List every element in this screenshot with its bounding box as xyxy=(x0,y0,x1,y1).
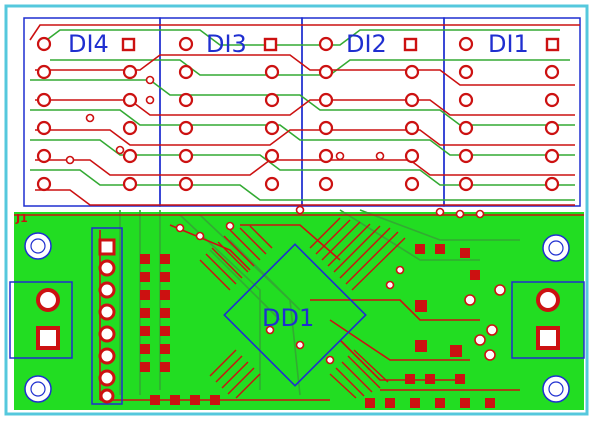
ic-dd1-outline xyxy=(223,243,367,387)
label-di4: DI4 xyxy=(68,30,109,58)
header-pins xyxy=(98,238,116,404)
pin1-pads xyxy=(121,37,560,52)
mounting-holes xyxy=(24,232,570,403)
label-di2: DI2 xyxy=(346,30,387,58)
red-traces xyxy=(14,24,584,401)
connector-pads xyxy=(36,288,560,350)
smd-pads xyxy=(140,244,495,408)
display-pins xyxy=(36,36,560,192)
label-di3: DI3 xyxy=(206,30,247,58)
mounting-hole-bottom-left xyxy=(24,375,52,403)
connector-right-outline xyxy=(511,281,585,359)
connector-left-outline xyxy=(9,281,73,359)
header-strip-outline xyxy=(91,227,123,405)
label-dd1: DD1 xyxy=(262,304,314,332)
ic-fanout-traces xyxy=(199,217,406,399)
mounting-hole-top-right xyxy=(542,234,570,262)
mounting-hole-top-left xyxy=(24,232,52,260)
label-di1: DI1 xyxy=(488,30,529,58)
vias xyxy=(65,75,506,365)
mounting-hole-bottom-right xyxy=(542,375,570,403)
label-j1: J1 xyxy=(15,212,28,225)
